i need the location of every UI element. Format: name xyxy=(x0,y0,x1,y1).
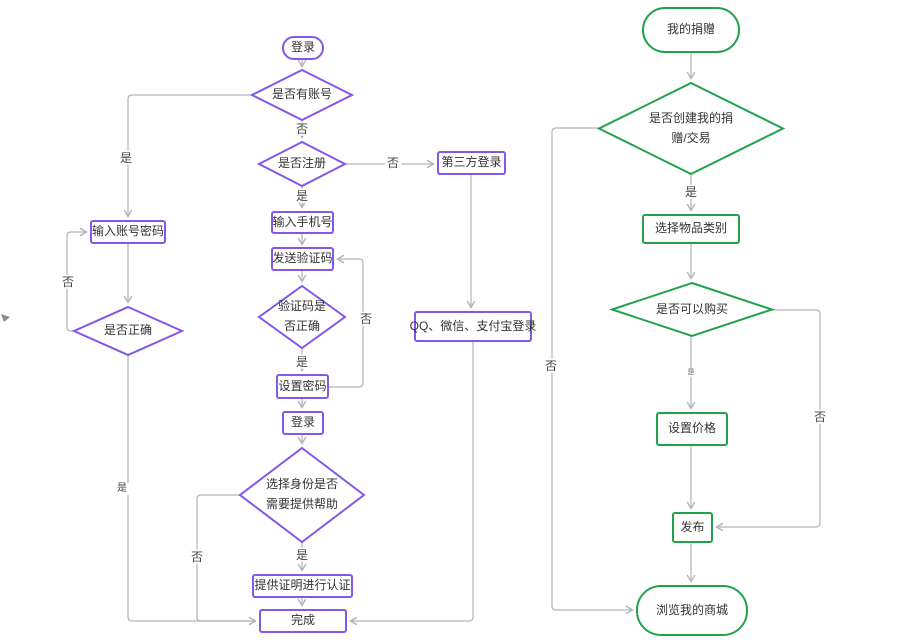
node-is-correct[interactable] xyxy=(71,305,185,357)
node-login[interactable] xyxy=(282,411,324,435)
node-donation-start[interactable] xyxy=(642,7,740,53)
edge-qq-to-done xyxy=(349,341,474,626)
node-has-account[interactable] xyxy=(249,68,355,122)
node-enter-account[interactable] xyxy=(90,220,166,244)
node-category[interactable] xyxy=(642,214,740,244)
node-code-correct[interactable] xyxy=(257,284,347,350)
node-identity[interactable] xyxy=(238,446,366,544)
edge-has-account-yes xyxy=(123,94,252,218)
node-done[interactable] xyxy=(259,609,347,633)
edge-iscorrect-yes xyxy=(127,355,257,626)
edge-create-no xyxy=(551,127,634,615)
node-publish[interactable] xyxy=(672,512,713,543)
node-can-buy[interactable] xyxy=(608,281,776,338)
mouse-cursor-icon xyxy=(1,314,10,322)
edge-identity-no xyxy=(196,494,252,622)
edge-iscorrect-no xyxy=(66,227,88,332)
edge-canbuy-no xyxy=(715,309,821,532)
node-login-start[interactable] xyxy=(282,36,324,60)
node-create-question[interactable] xyxy=(596,81,786,176)
node-provide-proof[interactable] xyxy=(252,574,353,598)
node-browse-mall[interactable] xyxy=(636,585,748,636)
node-qq-wechat-alipay[interactable] xyxy=(414,311,532,342)
node-set-price[interactable] xyxy=(656,412,728,446)
node-set-password[interactable] xyxy=(276,374,329,399)
node-third-party[interactable] xyxy=(437,151,506,175)
node-enter-phone[interactable] xyxy=(271,211,334,234)
node-send-code[interactable] xyxy=(271,247,334,271)
node-register[interactable] xyxy=(256,140,348,188)
